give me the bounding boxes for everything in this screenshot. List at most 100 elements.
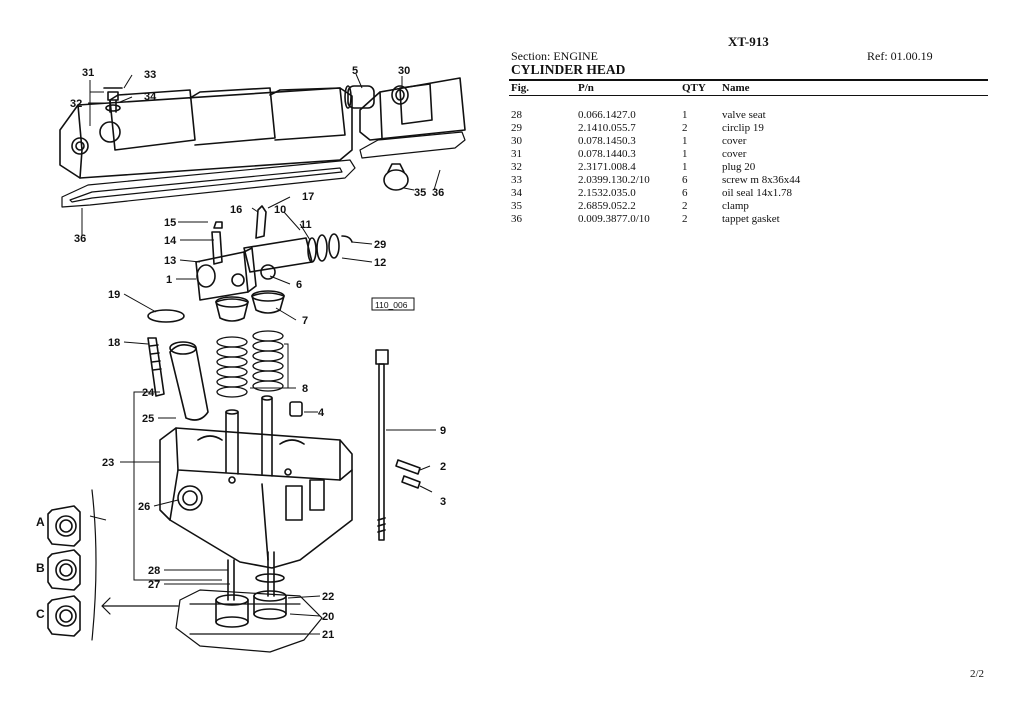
- gasket-option-a: [47, 505, 81, 547]
- callout-29: 29: [374, 239, 386, 251]
- cell-fig: 31: [511, 148, 522, 160]
- cell-fig: 30: [511, 135, 522, 147]
- section-label: Section: ENGINE: [511, 49, 598, 63]
- callout-36-left: 36: [74, 233, 86, 245]
- cell-part-number: 0.078.1440.3: [578, 148, 636, 160]
- oil-plug: [344, 85, 375, 109]
- callout-18: 18: [108, 337, 120, 349]
- cell-part-number: 2.1410.055.7: [578, 122, 636, 134]
- cell-name: cover: [722, 135, 747, 147]
- studs-small: [395, 459, 421, 489]
- cylinder-head-exploded-diagram: 31 32 33 34 5 30 35 36 36 17 16 10 11 29…: [36, 65, 466, 653]
- callout-13: 13: [164, 255, 176, 267]
- callout-33: 33: [144, 69, 156, 81]
- cell-name: cover: [722, 148, 747, 160]
- cell-fig: 36: [511, 213, 522, 225]
- table-row: 36 0.009.3877.0/10 2 tappet gasket: [0, 213, 1024, 226]
- head-gasket: [175, 589, 323, 653]
- callout-27: 27: [148, 579, 160, 591]
- callout-26: 26: [138, 501, 150, 513]
- callout-2: 2: [440, 461, 446, 473]
- cell-fig: 29: [511, 122, 522, 134]
- o-ring: [147, 309, 185, 323]
- cell-name: plug 20: [722, 161, 756, 173]
- callout-15: 15: [164, 217, 176, 229]
- cell-qty: 6: [682, 187, 688, 199]
- callout-21: 21: [322, 629, 334, 641]
- table-row: 34 2.1532.035.0 6 oil seal 14x1.78: [0, 187, 1024, 200]
- rocker-cover-left: [59, 87, 353, 179]
- callout-16: 16: [230, 204, 242, 216]
- callout-1: 1: [166, 274, 172, 286]
- cell-qty: 2: [682, 122, 688, 134]
- cell-qty: 2: [682, 213, 688, 225]
- cell-part-number: 2.6859.052.2: [578, 200, 636, 212]
- rocker-cover-right: [359, 77, 466, 141]
- cell-fig: 35: [511, 200, 522, 212]
- cell-fig: 34: [511, 187, 522, 199]
- cell-name: circlip 19: [722, 122, 764, 134]
- callout-5: 5: [352, 65, 358, 77]
- callout-17: 17: [302, 191, 314, 203]
- callout-34: 34: [144, 91, 157, 103]
- callout-35: 35: [414, 187, 426, 199]
- callout-22: 22: [322, 591, 334, 603]
- header-rule: [509, 79, 988, 81]
- callout-3: 3: [440, 496, 446, 508]
- table-row: 30 0.078.1450.3 1 cover: [0, 135, 1024, 148]
- callout-20: 20: [322, 611, 334, 623]
- injector-sleeve: [169, 341, 209, 421]
- callout-30: 30: [398, 65, 410, 77]
- gasket-option-c: [47, 595, 81, 637]
- callout-23: 23: [102, 457, 114, 469]
- callout-6: 6: [296, 279, 302, 291]
- cell-qty: 1: [682, 148, 688, 160]
- cell-fig: 32: [511, 161, 522, 173]
- cell-name: clamp: [722, 200, 749, 212]
- option-a-label: A: [36, 515, 45, 529]
- diagram-code: 110_006: [375, 300, 408, 310]
- callout-32: 32: [70, 98, 82, 110]
- cell-part-number: 0.066.1427.0: [578, 109, 636, 121]
- cell-qty: 6: [682, 174, 688, 186]
- callout-25: 25: [142, 413, 154, 425]
- option-c-label: C: [36, 607, 45, 621]
- cylinder-head-body: [159, 395, 353, 569]
- callout-14: 14: [164, 235, 177, 247]
- table-row: 31 0.078.1440.3 1 cover: [0, 148, 1024, 161]
- valve-springs: [216, 330, 284, 398]
- cell-part-number: 2.0399.130.2/10: [578, 174, 650, 186]
- gasket-option-b: [47, 549, 81, 591]
- callout-9: 9: [440, 425, 446, 437]
- option-b-label: B: [36, 561, 45, 575]
- valves: [215, 551, 287, 628]
- table-row: 29 2.1410.055.7 2 circlip 19: [0, 122, 1024, 135]
- cell-qty: 1: [682, 135, 688, 147]
- cell-part-number: 0.009.3877.0/10: [578, 213, 650, 225]
- cell-qty: 1: [682, 109, 688, 121]
- stud: [147, 337, 165, 397]
- cell-name: screw m 8x36x44: [722, 174, 801, 186]
- callout-31: 31: [82, 67, 94, 79]
- cell-name: oil seal 14x1.78: [722, 187, 792, 199]
- table-row: 32 2.3171.008.4 1 plug 20: [0, 161, 1024, 174]
- rocker-assembly: [195, 205, 353, 301]
- cell-part-number: 2.3171.008.4: [578, 161, 636, 173]
- callout-10: 10: [274, 204, 286, 216]
- head-bolt: [375, 349, 389, 541]
- column-header-name: Name: [722, 82, 750, 94]
- cover-gasket-left: [61, 159, 356, 208]
- table-row: 28 0.066.1427.0 1 valve seat: [0, 109, 1024, 122]
- cell-fig: 33: [511, 174, 522, 186]
- callout-28: 28: [148, 565, 160, 577]
- cell-name: valve seat: [722, 109, 766, 121]
- column-header-qty: QTY: [682, 82, 706, 94]
- table-header-rule: [509, 95, 988, 96]
- callout-12: 12: [374, 257, 386, 269]
- cell-part-number: 2.1532.035.0: [578, 187, 636, 199]
- callout-8: 8: [302, 383, 308, 395]
- callout-19: 19: [108, 289, 120, 301]
- callout-7: 7: [302, 315, 308, 327]
- table-row: 35 2.6859.052.2 2 clamp: [0, 200, 1024, 213]
- callout-4: 4: [318, 407, 325, 419]
